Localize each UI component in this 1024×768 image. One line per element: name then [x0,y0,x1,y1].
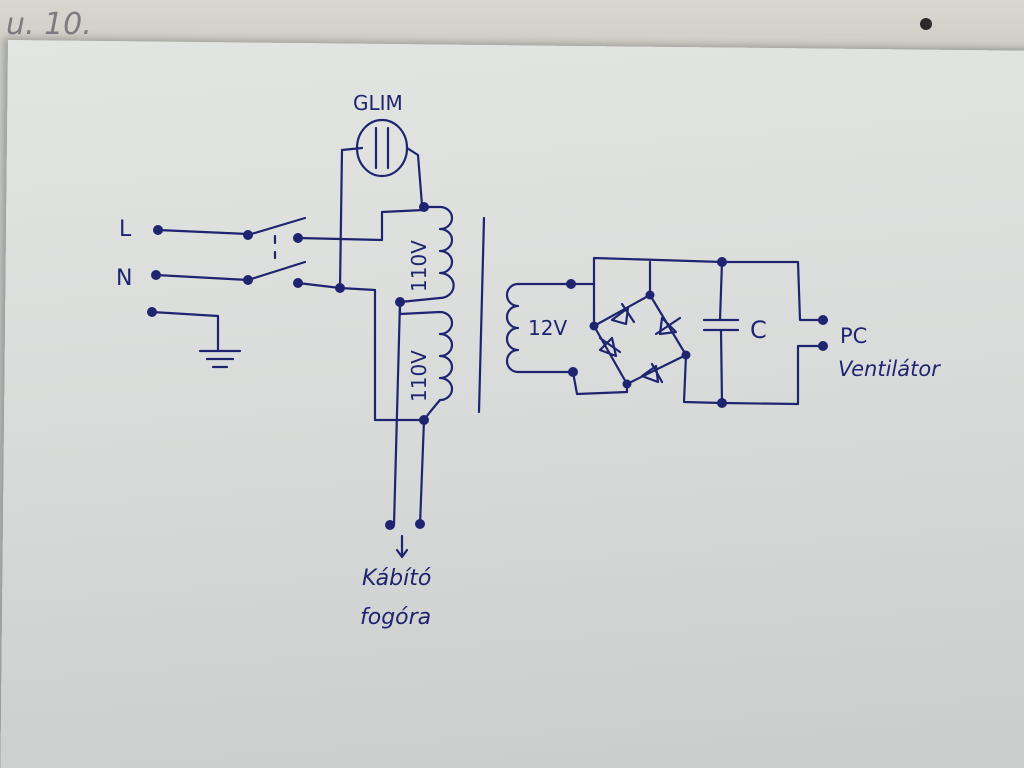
wire-l-in [156,228,250,236]
wire-output-plus [720,260,824,322]
wire-bridge-top [569,256,724,286]
label-capacitor: C [750,316,767,344]
label-tap-line1: Kábító [362,566,431,591]
transformer-core [477,216,486,414]
neon-lamp-icon [355,118,409,178]
page-number: u. 10. [6,7,92,42]
wire-middle-tap-down [392,300,402,527]
page-mark-icon [920,18,932,30]
wire-junction-to-bottom-tap [338,286,428,422]
double-pole-switch-icon [246,216,307,282]
earth-ground-icon [150,310,242,369]
label-line: L [119,217,132,242]
label-primary-upper: 110V [407,240,431,292]
primary-winding-upper-icon [398,205,455,304]
wire-n-in [154,273,250,282]
output-terminal-plus [818,315,828,325]
wire-bridge-bottom [571,370,629,396]
bridge-rectifier-icon [592,293,688,386]
capacitor-icon [702,260,740,405]
label-neutral: N [116,266,132,291]
arrow-down-icon [395,534,409,559]
label-output-line1: PC [840,324,867,348]
wire-bottom-tap-down [418,418,426,527]
wire-glim-to-top-tap [405,146,424,207]
wire-output-minus [720,344,824,406]
wire-switch-to-junction [296,281,342,290]
page-edge-top [0,0,1024,48]
wire-junction-to-glim [338,146,364,290]
secondary-winding-icon [505,282,575,374]
terminal-tap-a [385,520,395,530]
label-output-line2: Ventilátor [838,357,941,381]
label-glim: GLIM [353,91,403,115]
output-terminal-minus [818,341,828,351]
wire-switch-to-top-tap [296,208,426,242]
terminal-tap-b [415,519,425,529]
label-tap-line2: fogóra [360,605,431,630]
label-secondary: 12V [528,316,567,340]
primary-winding-lower-icon [398,300,454,422]
label-primary-lower: 110V [407,350,431,402]
wire-bridge-minus [682,353,724,405]
